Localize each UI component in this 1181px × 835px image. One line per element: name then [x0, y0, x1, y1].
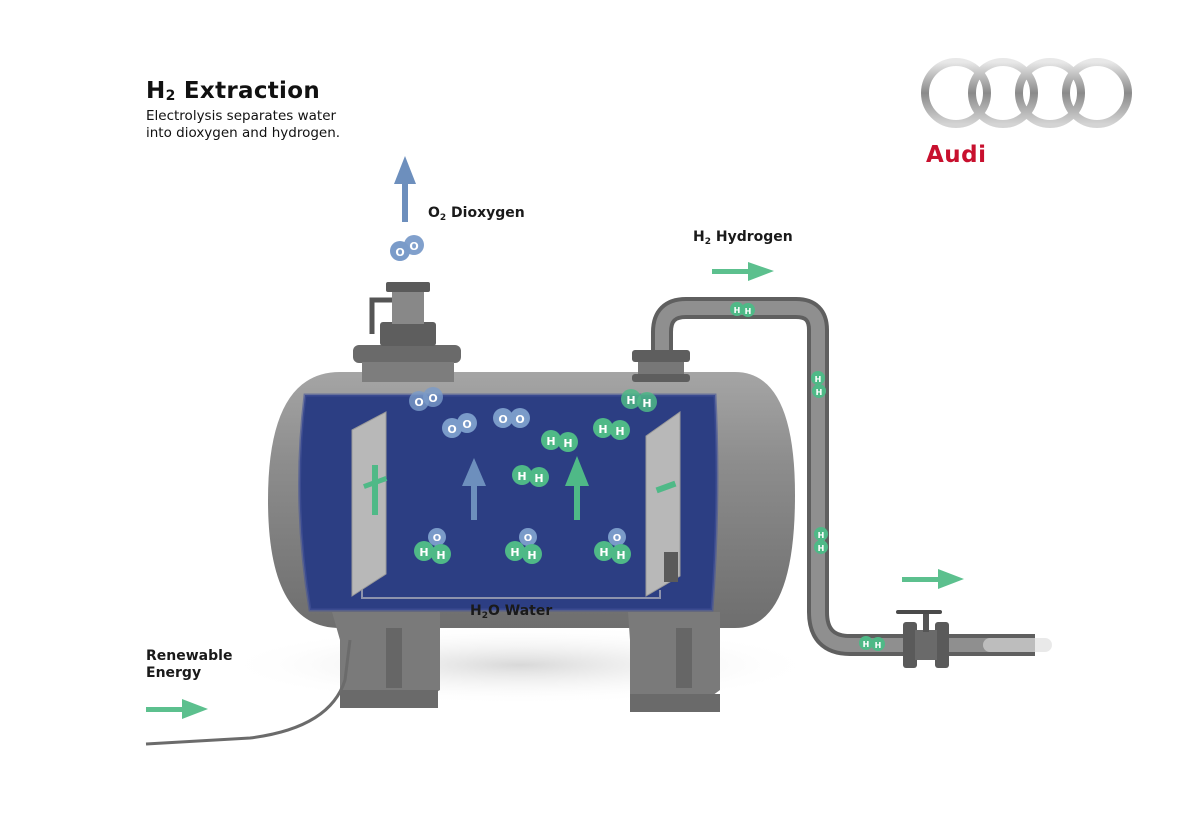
- energy-input-arrow: [146, 699, 208, 719]
- oxygen-label: O2 Dioxygen: [428, 205, 525, 223]
- energy-label-line-1: Renewable: [146, 648, 232, 665]
- atom-label: H: [599, 546, 608, 559]
- oxygen-up-arrow: [394, 156, 416, 222]
- atom-label: H: [616, 549, 625, 562]
- anode-plate: [352, 412, 387, 596]
- atom-label: O: [515, 413, 524, 426]
- atom-label: H: [863, 640, 870, 649]
- atom-label: H: [534, 472, 543, 485]
- cathode-plate: [646, 412, 680, 596]
- atom-label: O: [414, 396, 423, 409]
- atom-label: H: [642, 397, 651, 410]
- water-label: H2O Water: [470, 603, 552, 621]
- electrolysis-tank: [268, 372, 795, 628]
- energy-label-line-2: Energy: [146, 665, 232, 682]
- floor-shadow: [220, 625, 820, 705]
- renewable-energy-label: Renewable Energy: [146, 648, 232, 682]
- atom-label: O: [524, 533, 533, 544]
- atom-label: H: [875, 641, 882, 650]
- atom-label: O: [498, 413, 507, 426]
- atom-label: H: [615, 425, 624, 438]
- atom-label: O: [395, 246, 404, 259]
- atom-label: H: [818, 544, 825, 553]
- hydrogen-flow-arrow: [712, 262, 774, 281]
- atom-label: O: [409, 240, 418, 253]
- atom-label: H: [563, 437, 572, 450]
- atom-label: H: [745, 307, 752, 316]
- atom-label: O: [433, 533, 442, 544]
- atom-label: H: [626, 394, 635, 407]
- hydrogen-outlet-flange: [632, 350, 690, 382]
- oxygen-molecule: O O: [390, 235, 424, 261]
- tank-support-right: [628, 612, 720, 712]
- atom-label: H: [510, 546, 519, 559]
- atom-label: O: [447, 423, 456, 436]
- atom-label: H: [816, 388, 823, 397]
- atom-label: H: [815, 375, 822, 384]
- oxygen-outlet-valve: [353, 282, 461, 382]
- atom-label: O: [428, 392, 437, 405]
- hydrogen-out-arrow: [902, 569, 964, 589]
- atom-label: H: [734, 306, 741, 315]
- atom-label: O: [462, 418, 471, 431]
- atom-label: H: [527, 549, 536, 562]
- atom-label: O: [613, 533, 622, 544]
- hydrogen-label: H2 Hydrogen: [693, 229, 793, 247]
- atom-label: H: [546, 435, 555, 448]
- atom-label: H: [598, 423, 607, 436]
- four-rings-icon: [925, 62, 1128, 124]
- atom-label: H: [517, 470, 526, 483]
- atom-label: H: [436, 549, 445, 562]
- atom-label: H: [818, 531, 825, 540]
- atom-label: H: [419, 546, 428, 559]
- audi-wordmark: Audi: [926, 142, 987, 168]
